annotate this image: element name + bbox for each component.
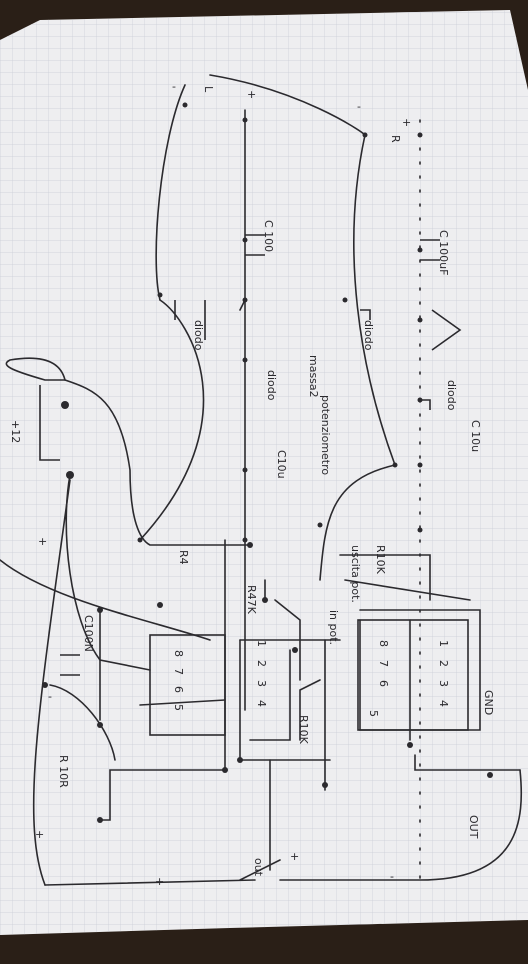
- svg-text:2: 2: [437, 660, 450, 667]
- label-r4: R4: [177, 550, 190, 565]
- label-uscita-pot: uscita pot.: [349, 545, 362, 603]
- zigzag-resistor-mark: [431, 309, 462, 351]
- capacitor-c100n-mark: [60, 654, 80, 676]
- label-massa2: massa2: [307, 355, 320, 398]
- labels: R L C 100uF C 100 diodo diodo diodo diod…: [9, 80, 495, 888]
- svg-text:6: 6: [172, 686, 185, 693]
- label-r10k-right: R10K: [297, 715, 310, 745]
- label-potenziometro: potenziometro: [319, 395, 332, 475]
- label-diodo-3: diodo: [192, 320, 205, 351]
- svg-text:7: 7: [377, 660, 390, 667]
- svg-text:1: 1: [437, 640, 450, 647]
- svg-text:2: 2: [255, 660, 268, 667]
- label-c100: C 100: [262, 220, 275, 252]
- components: [39, 234, 462, 676]
- label-plus-2: +: [402, 116, 411, 129]
- label-plus-4: +: [155, 875, 164, 888]
- label-plus-5: +: [290, 850, 299, 863]
- diode-mark-2: [174, 300, 206, 340]
- capacitor-c100-mark: [245, 234, 265, 256]
- ic2-pins: 8 7 6 5 1 2 3 4: [172, 640, 268, 711]
- label-in-pot: in pot.: [327, 610, 340, 645]
- label-diodo-1: diodo: [445, 380, 458, 411]
- label-plus-3: +: [38, 535, 47, 548]
- svg-text:4: 4: [255, 700, 268, 707]
- label-c100n: C100N: [82, 615, 95, 652]
- label-c100uf: C 100uF: [437, 230, 450, 275]
- ic-chip-2: [149, 634, 226, 736]
- label-plus-6: +: [35, 828, 44, 841]
- label-minus-3: -: [48, 690, 52, 703]
- label-gnd: GND: [482, 690, 495, 715]
- label-r10r: R 10R: [57, 755, 70, 788]
- svg-text:7: 7: [172, 668, 185, 675]
- label-r47k: R47K: [245, 585, 258, 615]
- label-out-2: out: [252, 858, 265, 877]
- label-twelve-v: +12: [9, 420, 22, 443]
- ic-chip-1: [357, 619, 469, 731]
- label-out-1: OUT: [467, 815, 480, 839]
- label-plus-1: +: [247, 88, 256, 101]
- ic1-pins: 1 2 3 4 8 7 6 5: [367, 640, 450, 717]
- label-minus-2: -: [357, 100, 361, 113]
- capacitor-c100uf-mark: [420, 239, 440, 261]
- svg-text:8: 8: [172, 650, 185, 657]
- label-c10u-mid: C10u: [275, 450, 288, 479]
- label-minus-1: -: [172, 80, 176, 93]
- svg-text:5: 5: [367, 710, 380, 717]
- svg-text:6: 6: [377, 680, 390, 687]
- label-c10u: C 10u: [469, 420, 482, 452]
- label-r10k: R10K: [374, 545, 387, 575]
- svg-text:5: 5: [172, 704, 185, 711]
- label-l: L: [202, 86, 215, 93]
- svg-text:4: 4: [437, 700, 450, 707]
- cap-12-mark: [39, 385, 60, 461]
- diode-mark-1: [360, 309, 371, 320]
- label-diodo-2: diodo: [362, 320, 375, 351]
- label-diodo-4: diodo: [265, 370, 278, 401]
- paper-grid: [0, 10, 528, 935]
- label-minus-4: -: [390, 870, 394, 883]
- diode-mark-3: [420, 399, 431, 410]
- svg-text:3: 3: [437, 680, 450, 687]
- svg-text:8: 8: [377, 640, 390, 647]
- svg-text:1: 1: [255, 640, 268, 647]
- nodes: [42, 102, 493, 823]
- svg-text:3: 3: [255, 680, 268, 687]
- label-r: R: [389, 135, 402, 143]
